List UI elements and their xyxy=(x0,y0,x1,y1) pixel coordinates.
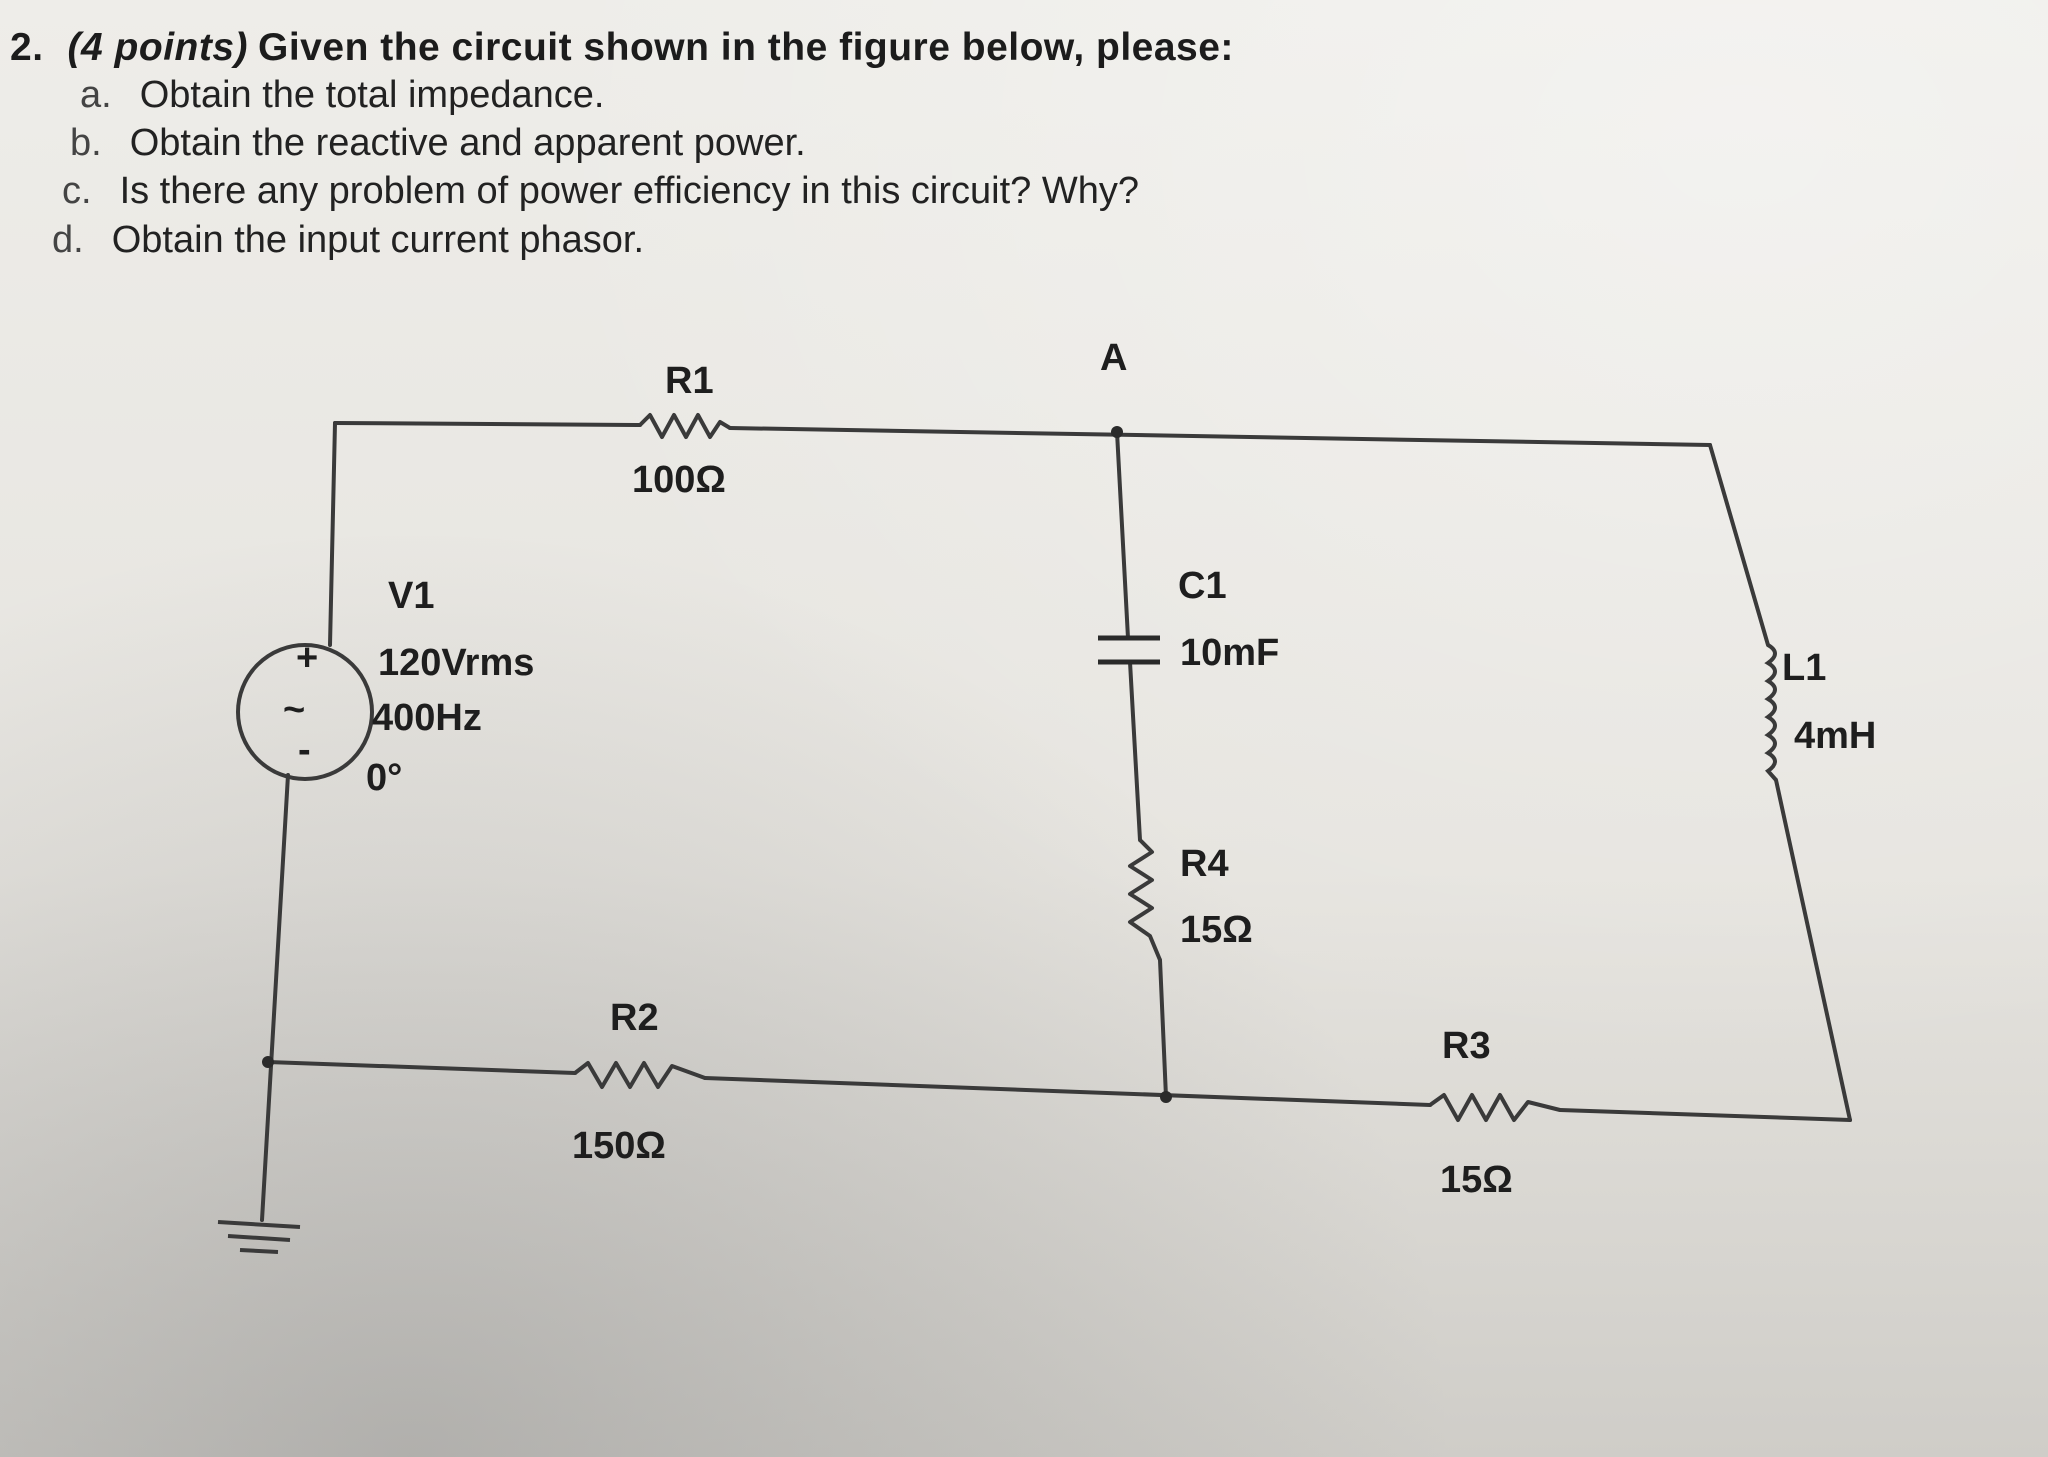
r2-name: R2 xyxy=(610,997,659,1039)
wire-mid-bottom xyxy=(1158,958,1168,1099)
subquestion-text: Is there any problem of power efficiency… xyxy=(119,170,1139,212)
wire-bottom-right xyxy=(1558,1108,1852,1122)
r4-value: 15Ω xyxy=(1180,909,1253,951)
wire-right-lower xyxy=(1774,778,1852,1122)
voltage-source-symbol xyxy=(236,643,374,781)
node-a-dot xyxy=(1111,426,1123,438)
subquestion-a: a. Obtain the total impedance. xyxy=(80,74,604,117)
source-plus-sign: + xyxy=(296,637,318,679)
wire-bottom-left xyxy=(266,1060,577,1075)
source-minus-sign: - xyxy=(298,729,311,771)
subquestion-letter: d. xyxy=(52,219,84,261)
source-voltage: 120Vrms xyxy=(378,642,534,684)
subquestion-letter: c. xyxy=(62,170,92,212)
r1-value: 100Ω xyxy=(632,459,726,501)
l1-name: L1 xyxy=(1782,647,1826,689)
c1-value: 10mF xyxy=(1180,632,1279,674)
node-bottom-mid-dot xyxy=(1160,1091,1172,1103)
l1-inductor-symbol xyxy=(1764,643,1778,782)
question-number: 2. xyxy=(10,26,44,69)
r4-resistor-symbol xyxy=(1128,838,1162,961)
r3-value: 15Ω xyxy=(1440,1159,1513,1201)
c1-name: C1 xyxy=(1178,565,1227,607)
l1-value: 4mH xyxy=(1794,715,1876,757)
ground-icon xyxy=(217,1220,301,1254)
subquestion-text: Obtain the input current phasor. xyxy=(111,219,645,261)
wire-left-upper xyxy=(328,421,337,647)
subquestion-text: Obtain the total impedance. xyxy=(139,74,605,116)
wire-right-upper xyxy=(1708,443,1770,647)
node-a-label: A xyxy=(1100,337,1127,379)
node-bottom-left-dot xyxy=(262,1056,274,1068)
question-points: (4 points) xyxy=(67,26,249,69)
r4-name: R4 xyxy=(1180,843,1229,885)
wire-left-lower xyxy=(260,773,290,1222)
source-frequency: 400Hz xyxy=(372,697,482,739)
subquestion-letter: b. xyxy=(70,122,102,164)
question-block: 2. (4 points)Given the circuit shown in t… xyxy=(10,26,1710,261)
subquestion-text: Obtain the reactive and apparent power. xyxy=(129,122,806,164)
question-heading: 2. (4 points)Given the circuit shown in t… xyxy=(10,26,1710,70)
wire-top-left xyxy=(333,421,642,427)
source-ac-icon: ~ xyxy=(283,689,305,731)
r3-name: R3 xyxy=(1442,1025,1491,1067)
r2-resistor-symbol xyxy=(573,1061,706,1089)
wire-mid-top xyxy=(1115,430,1130,640)
r2-value: 150Ω xyxy=(572,1125,666,1167)
wire-bottom-middle xyxy=(703,1076,1432,1107)
subquestion-letter: a. xyxy=(80,74,112,116)
wire-top-right xyxy=(728,426,1712,447)
wire-mid-c-r4 xyxy=(1128,660,1142,842)
subquestion-c: c. Is there any problem of power efficien… xyxy=(62,170,1139,213)
subquestion-b: b. Obtain the reactive and apparent power… xyxy=(70,122,806,165)
r3-resistor-symbol xyxy=(1428,1093,1561,1122)
source-phase: 0° xyxy=(366,757,402,799)
subquestion-d: d. Obtain the input current phasor. xyxy=(52,219,644,262)
source-name: V1 xyxy=(388,575,434,617)
question-prompt: Given the circuit shown in the figure be… xyxy=(258,26,1234,69)
r1-name: R1 xyxy=(665,360,714,402)
r1-resistor-symbol xyxy=(638,413,732,439)
